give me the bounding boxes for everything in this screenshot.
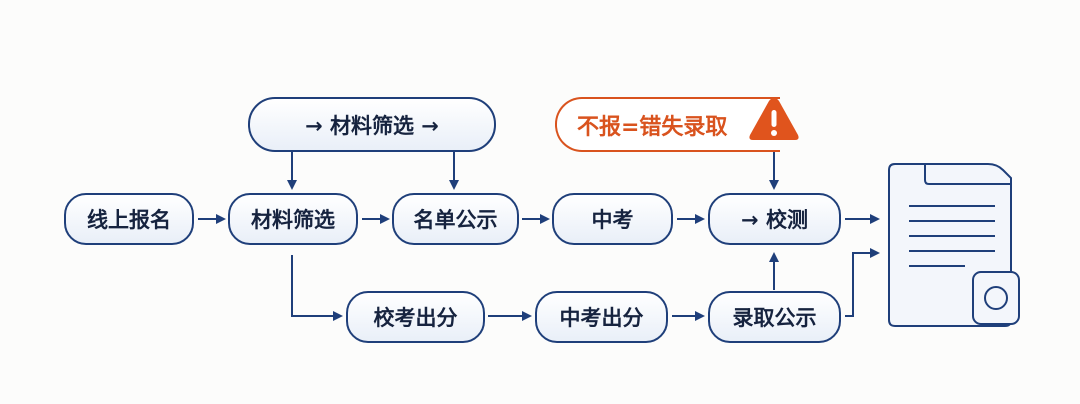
warning-text: 不报=错失录取 <box>577 114 728 140</box>
arrow-screening-to-school-exam-score <box>291 255 343 321</box>
arrow-admission-to-document <box>845 248 880 317</box>
admission-publicity-node: 录取公示 <box>708 291 841 343</box>
zhongkao-score-node: 中考出分 <box>535 291 668 343</box>
top-material-screening-box: → 材料筛选 → <box>248 97 496 152</box>
material-screening-node: 材料筛选 <box>228 193 358 245</box>
warning-callout: 不报=错失录取 <box>555 97 780 152</box>
warning-triangle-icon <box>749 98 799 140</box>
online-registration-node: 线上报名 <box>64 193 194 245</box>
school-exam-score-node: 校考出分 <box>346 291 485 343</box>
document-with-seal-icon <box>888 163 1020 327</box>
list-publicity-node: 名单公示 <box>392 193 519 245</box>
school-test-node: → 校测 <box>708 193 841 245</box>
zhongkao-node: 中考 <box>552 193 673 245</box>
